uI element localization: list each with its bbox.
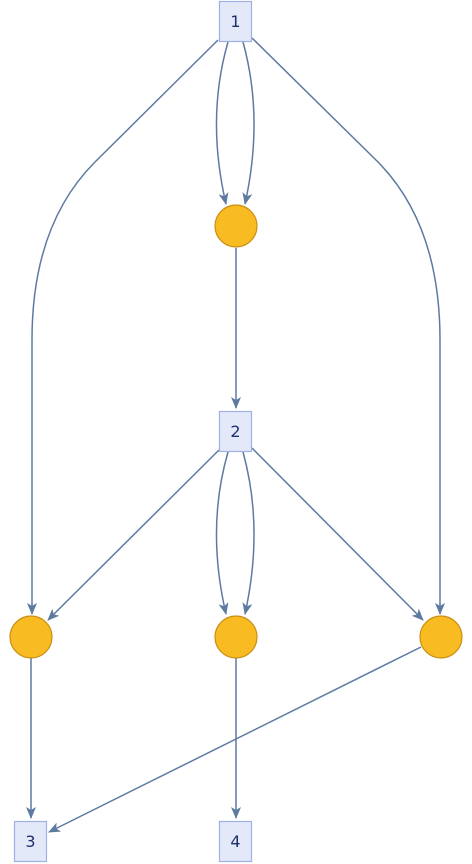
square-node-1: 1	[218, 0, 253, 43]
edge-2-to-middle-circle-a	[215, 451, 229, 615]
circle-node-left	[9, 615, 53, 659]
square-node-2: 2	[218, 410, 253, 453]
edges	[26, 37, 445, 833]
node-label-1: 1	[230, 12, 240, 31]
circle-node-top	[214, 204, 258, 248]
edge-2-to-middle-circle-b	[242, 451, 255, 615]
circle-nodes	[9, 204, 463, 659]
edge-1-to-top-circle-a	[215, 41, 229, 205]
square-node-4: 4	[218, 820, 253, 863]
square-node-3: 3	[13, 820, 48, 863]
node-label-2: 2	[230, 422, 240, 441]
edge-1-to-right-circle	[251, 37, 445, 615]
node-label-4: 4	[230, 832, 240, 851]
edge-right-circle-to-3	[48, 646, 422, 833]
edge-2-to-left-circle	[47, 449, 220, 621]
circle-node-middle	[214, 615, 258, 659]
square-nodes: 1 2 3 4	[13, 0, 253, 863]
edge-1-to-top-circle-b	[242, 41, 255, 205]
circle-node-right	[419, 615, 463, 659]
node-label-3: 3	[25, 832, 35, 851]
edge-2-to-right-circle	[251, 447, 424, 621]
edge-1-to-left-circle	[27, 39, 219, 615]
